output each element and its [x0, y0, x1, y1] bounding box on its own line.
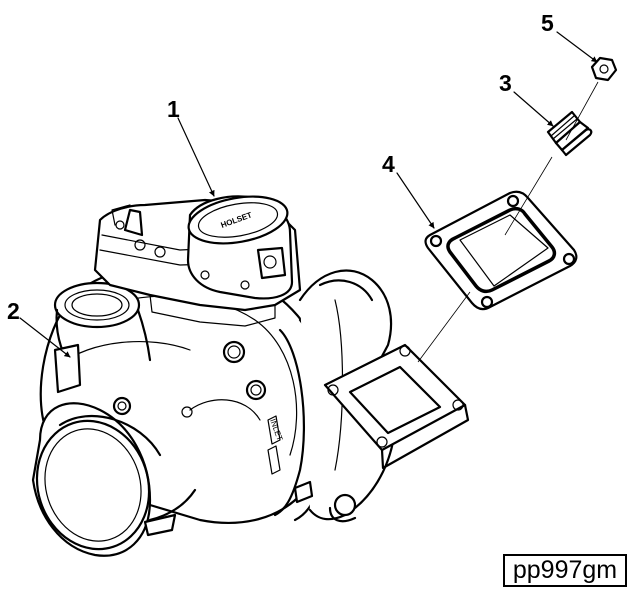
callout-4: 4 — [382, 151, 395, 177]
callout-arrow-3 — [513, 91, 554, 127]
callout-1: 1 — [167, 96, 180, 122]
figure-id-label: pp997gm — [503, 554, 627, 587]
callout-arrow-1 — [177, 117, 215, 197]
callout-arrows — [19, 31, 598, 358]
callout-3: 3 — [499, 70, 512, 96]
gasket — [424, 190, 578, 311]
turbocharger: INLET HOLSET — [31, 195, 470, 557]
nut — [590, 56, 618, 82]
callout-5: 5 — [541, 10, 554, 36]
callout-2: 2 — [7, 298, 20, 324]
callout-arrow-5 — [556, 31, 598, 63]
callout-arrow-2 — [19, 317, 71, 358]
callout-arrow-4 — [396, 172, 435, 229]
